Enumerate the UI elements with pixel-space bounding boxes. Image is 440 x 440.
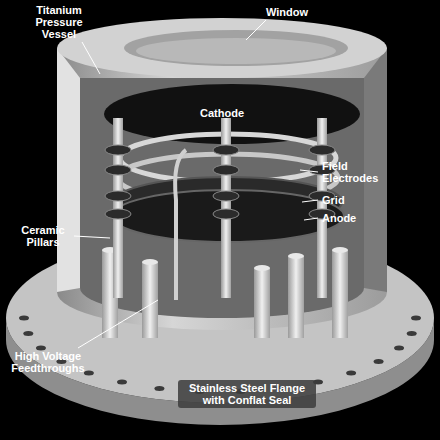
feedthrough-top (142, 259, 158, 265)
ceramic-ring (213, 165, 239, 175)
pillars-and-feedthroughs (102, 118, 348, 338)
part-label: Window (266, 6, 326, 18)
feedthrough (332, 250, 348, 338)
feedthrough (288, 256, 304, 338)
bolt-hole (154, 386, 164, 391)
window (124, 30, 348, 66)
part-label: Titanium Pressure Vessel (30, 4, 88, 40)
ceramic-ring (105, 165, 131, 175)
ceramic-ring (213, 145, 239, 155)
bolt-hole (117, 380, 127, 385)
bolt-hole (36, 346, 46, 351)
vessel-cavity (80, 78, 364, 318)
feedthrough-top (288, 253, 304, 259)
leader-line (304, 218, 318, 220)
window-glass (136, 38, 336, 64)
feedthrough-top (254, 265, 270, 271)
leader-lines (74, 20, 318, 348)
part-label: High Voltage Feedthroughs (8, 350, 88, 374)
leader-line (78, 300, 158, 348)
leader-line (302, 200, 318, 202)
part-label: Ceramic Pillars (14, 224, 72, 248)
feedthrough-top (332, 247, 348, 253)
ceramic-ring (213, 209, 239, 219)
vessel-cut-face (57, 48, 80, 292)
part-label: Stainless Steel Flange with Conflat Seal (178, 380, 316, 408)
bolt-hole (374, 359, 384, 364)
bolt-hole (19, 316, 29, 321)
ceramic-ring (309, 145, 335, 155)
lead-wire (175, 150, 186, 300)
part-label: Anode (322, 212, 362, 224)
vessel-cut-face (364, 48, 387, 292)
part-label: Grid (322, 194, 362, 206)
feedthrough (142, 262, 158, 338)
ceramic-ring (213, 191, 239, 201)
bolt-hole (394, 346, 404, 351)
leader-line (246, 20, 266, 40)
ceramic-ring (105, 209, 131, 219)
leader-line (300, 170, 318, 172)
bolt-hole (23, 331, 33, 336)
part-label: Cathode (200, 107, 270, 119)
bolt-hole (346, 370, 356, 375)
leader-line (82, 42, 100, 74)
ceramic-ring (105, 191, 131, 201)
feedthrough (254, 268, 270, 338)
bolt-hole (411, 316, 421, 321)
bolt-hole (84, 370, 94, 375)
ceramic-ring (105, 145, 131, 155)
bolt-hole (407, 331, 417, 336)
vessel-top (57, 18, 387, 78)
leader-line (74, 236, 110, 238)
part-label: Field Electrodes (322, 160, 388, 184)
